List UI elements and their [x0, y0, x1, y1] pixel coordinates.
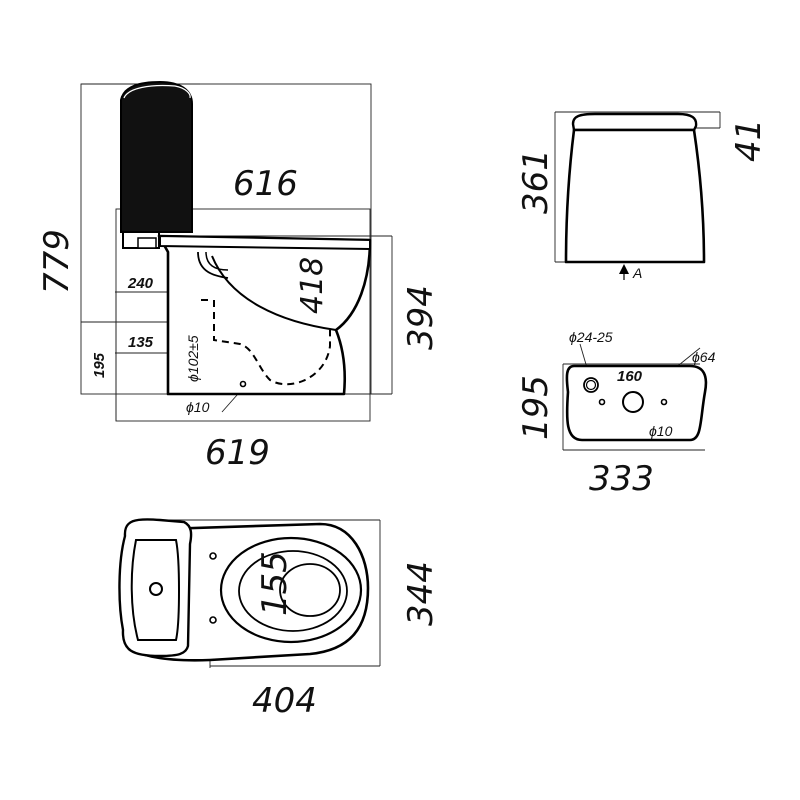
side-outlet-height: 195: [91, 352, 108, 378]
side-height-total: 779: [37, 229, 77, 294]
tank-section-width: 333: [589, 459, 654, 499]
tank-front-section-mark: A: [632, 265, 642, 281]
top-tank-hole: [149, 582, 163, 596]
tank-front-view: 361 41 A: [516, 111, 769, 281]
tank-front-height: 361: [516, 149, 556, 214]
tank-section-inlet-diameter: ϕ24-25: [569, 329, 613, 345]
tank-section-bolt-spacing: 160: [617, 368, 643, 385]
side-bowl-height: 394: [401, 285, 441, 350]
side-view: 779 616 619 418 394 240 135 195 ϕ102±5 ϕ…: [37, 80, 441, 473]
tank-section-height: 195: [516, 375, 556, 440]
top-view: 155 344 404: [118, 518, 441, 721]
side-seat-height: 418: [295, 257, 330, 314]
side-tank-body: [120, 80, 193, 233]
side-outlet-diameter: ϕ102±5: [185, 335, 201, 382]
side-tank-lid: [123, 84, 191, 99]
side-bolt-diameter: ϕ10: [186, 399, 210, 415]
side-length-bottom: 619: [205, 433, 270, 473]
tank-front-section-arrow: [619, 264, 629, 274]
top-tank-inner: [130, 539, 180, 641]
side-length-top: 616: [233, 164, 298, 204]
tank-section-bolt-right: [660, 398, 668, 406]
side-outlet-center: 135: [128, 334, 154, 351]
top-bolt-spacing: 155: [255, 551, 295, 616]
side-bolt-hole: [239, 380, 247, 388]
tank-section-bolt-left: [598, 398, 606, 406]
side-trap-dashed: [213, 300, 331, 386]
tank-front-lid-height: 41: [729, 119, 769, 162]
top-width: 404: [252, 681, 317, 721]
top-length: 344: [401, 561, 441, 626]
tank-section-bolt-diameter: ϕ10: [649, 423, 673, 439]
side-outlet-distance: 240: [127, 275, 154, 292]
top-bolt-hole-lower: [209, 616, 217, 624]
tank-front-lid: [571, 112, 698, 132]
side-bowl-inner: [211, 255, 337, 331]
top-bolt-hole-upper: [209, 552, 217, 560]
tank-section-flush-diameter: ϕ64: [692, 349, 716, 365]
top-bowl-opening: [279, 563, 341, 617]
side-seat: [159, 234, 371, 251]
side-inlet-pipe: [197, 251, 229, 279]
tank-section-view: 195 333 ϕ24-25 ϕ64 160 ϕ10: [516, 329, 716, 499]
tank-section-flush-hole: [622, 391, 644, 413]
tank-front-body: [564, 128, 706, 264]
